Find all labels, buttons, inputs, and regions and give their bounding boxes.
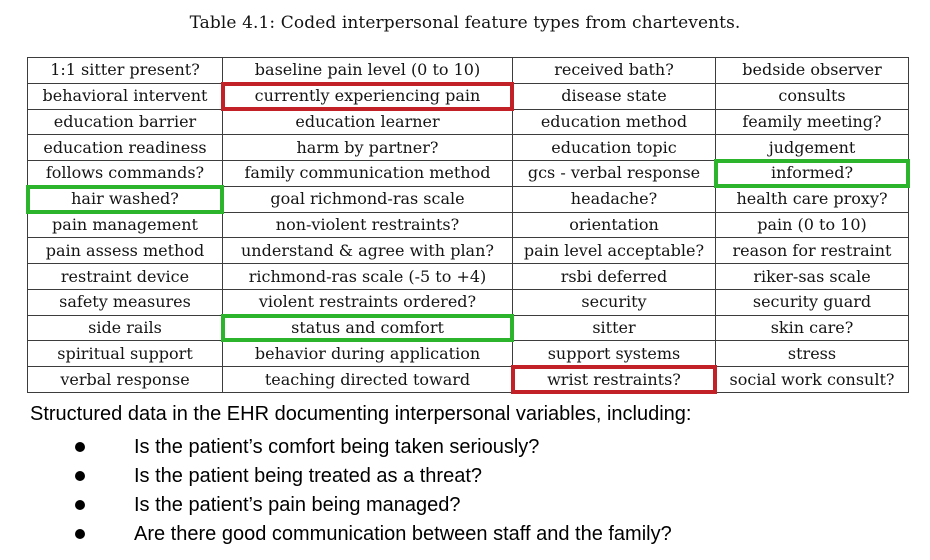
bullet-item: Is the patient’s comfort being taken ser… [30,432,910,461]
table-row: 1:1 sitter present?baseline pain level (… [27,57,909,84]
table-cell: security [512,288,716,316]
table-cell: restraint device [27,263,223,290]
caption-heading: Structured data in the EHR documenting i… [30,403,692,425]
table-cell: pain assess method [27,237,223,265]
table-row: follows commands?family communication me… [27,159,911,189]
table-cell: education barrier [27,108,223,136]
table-cell: education learner [222,108,513,136]
table-cell: violent restraints ordered? [222,288,513,316]
table-cell: verbal response [27,366,223,393]
bullet-text: Is the patient’s pain being managed? [134,493,461,516]
table-cell: baseline pain level (0 to 10) [222,57,513,84]
table-caption-title: Table 4.1: Coded interpersonal feature t… [189,13,741,33]
table-cell: non-violent restraints? [222,211,513,239]
table-cell: support systems [512,340,716,368]
table-cell: social work consult? [715,366,909,393]
table-cell: sitter [512,314,716,342]
bullet-icon [75,470,85,481]
table-cell: understand & agree with plan? [222,237,513,265]
table-cell: orientation [512,211,716,239]
table-cell: bedside observer [715,57,909,84]
table-cell: consults [715,82,909,110]
table-cell: received bath? [512,57,716,84]
table-cell-highlight-green: informed? [714,159,911,189]
table-cell: 1:1 sitter present? [27,57,223,84]
table-cell: stress [715,340,909,368]
table-cell: spiritual support [27,340,223,368]
table-cell: harm by partner? [222,134,513,162]
table-cell: security guard [715,288,909,316]
bullet-icon [75,441,85,452]
table-cell: teaching directed toward [222,366,513,393]
table-cell: rsbi deferred [512,263,716,290]
table-cell: feamily meeting? [715,108,909,136]
table-cell: behavioral intervent [27,82,223,110]
table-cell: judgement [715,134,909,162]
table-cell: reason for restraint [715,237,909,265]
table-cell: side rails [27,314,223,342]
table-cell: safety measures [27,288,223,316]
table-cell-highlight-green: hair washed? [26,185,225,214]
bullet-list: Is the patient’s comfort being taken ser… [30,432,910,548]
table-cell: health care proxy? [715,185,909,213]
table-cell: follows commands? [27,160,223,187]
bullet-text: Are there good communication between sta… [134,522,672,545]
table-cell: goal richmond-ras scale [222,185,513,213]
table-cell: education topic [512,134,716,162]
table-cell: behavior during application [222,340,513,368]
table-cell: disease state [512,82,716,110]
feature-table: 1:1 sitter present?baseline pain level (… [26,57,911,395]
bullet-item: Are there good communication between sta… [30,519,910,548]
table-cell: pain (0 to 10) [715,211,909,239]
table-cell-highlight-red: wrist restraints? [511,365,718,395]
table-cell: headache? [512,185,716,213]
caption-block: Structured data in the EHR documenting i… [30,401,910,548]
bullet-text: Is the patient’s comfort being taken ser… [134,435,540,458]
table-cell: family communication method [222,160,513,187]
table-cell-highlight-red: currently experiencing pain [221,82,515,111]
table-cell: gcs - verbal response [512,160,716,187]
bullet-item: Is the patient being treated as a threat… [30,461,910,490]
table-cell: skin care? [715,314,909,342]
bullet-item: Is the patient’s pain being managed? [30,490,910,519]
table-cell: richmond-ras scale (-5 to +4) [222,263,513,290]
bullet-icon [75,499,85,510]
table-cell: pain level acceptable? [512,237,716,265]
table-cell: riker-sas scale [715,263,909,290]
table-cell: pain management [27,211,223,239]
table-cell-highlight-green: status and comfort [221,314,515,343]
table-cell: education readiness [27,134,223,162]
bullet-icon [75,528,85,539]
bullet-text: Is the patient being treated as a threat… [134,464,483,487]
table-cell: education method [512,108,716,136]
